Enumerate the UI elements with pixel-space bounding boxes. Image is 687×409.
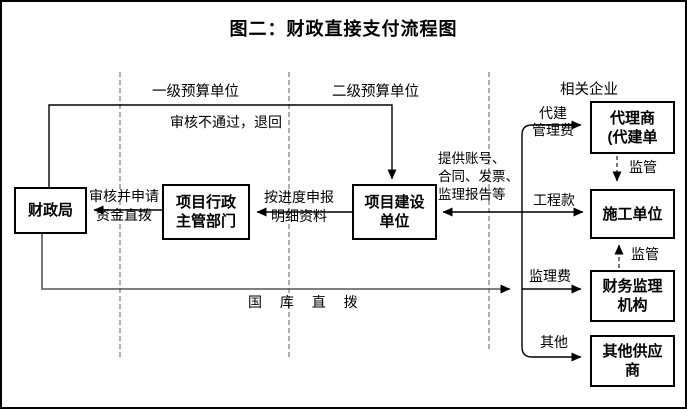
edge-label-apply-line1: 审核并申请 bbox=[89, 188, 159, 204]
edge-label-reject: 审核不通过，退回 bbox=[170, 114, 282, 130]
node-other-supplier-label-line2: 商 bbox=[624, 362, 640, 379]
node-agent-label-line2: (代建单 bbox=[607, 128, 658, 146]
node-construction-unit: 项目建设 单位 bbox=[352, 184, 437, 240]
node-admin-dept: 项目行政 主管部门 bbox=[162, 184, 250, 240]
node-admin-dept-label-line2: 主管部门 bbox=[175, 213, 236, 230]
edge-label-supervision-fee: 监理费 bbox=[529, 268, 571, 284]
edge-label-docs: 提供账号、 合同、发票、 监理报告等 bbox=[438, 150, 519, 204]
edge-agentfee-path bbox=[521, 120, 582, 289]
edge-label-report-line2: 明细资料 bbox=[271, 208, 327, 224]
edge-label-docs-line2: 合同、发票、 bbox=[438, 169, 519, 184]
node-contractor-label: 施工单位 bbox=[602, 205, 663, 223]
edge-label-supervise-top: 监管 bbox=[629, 159, 657, 175]
edge-label-apply-line2: 资金直拨 bbox=[96, 207, 152, 223]
lane-label-level2-budget-unit: 二级预算单位 bbox=[332, 84, 419, 100]
node-admin-dept-label-line1: 项目行政 bbox=[175, 194, 236, 211]
edge-label-report: 按进度申报 明细资料 bbox=[255, 188, 343, 226]
node-financial-supervisor: 财务监理 机构 bbox=[590, 270, 675, 322]
node-agent-label-line1: 代理商 bbox=[609, 109, 655, 127]
edge-label-agent-fee-line2: 管理费 bbox=[532, 122, 574, 138]
edge-reject-path bbox=[48, 104, 397, 187]
node-financial-supervisor-label-line2: 机构 bbox=[617, 297, 648, 314]
edge-label-agent-fee-line1: 代建 bbox=[539, 105, 567, 121]
page-title: 图二：财政直接支付流程图 bbox=[229, 19, 458, 39]
node-contractor: 施工单位 bbox=[590, 189, 675, 239]
node-agent: 代理商 (代建单 bbox=[590, 101, 675, 154]
edge-other-path bbox=[521, 289, 582, 362]
edge-label-project-fee: 工程款 bbox=[533, 192, 575, 208]
lane-label-level1-budget-unit: 一级预算单位 bbox=[152, 84, 239, 100]
edge-label-docs-line1: 提供账号、 bbox=[438, 151, 506, 166]
node-other-supplier-label-line1: 其他供应 bbox=[602, 343, 663, 360]
node-finance-bureau-label: 财政局 bbox=[27, 202, 73, 219]
edge-label-apply: 审核并申请 资金直拨 bbox=[86, 187, 162, 225]
node-financial-supervisor-label-line1: 财务监理 bbox=[602, 278, 663, 295]
edge-label-docs-line3: 监理报告等 bbox=[438, 187, 506, 202]
node-construction-unit-label-line1: 项目建设 bbox=[364, 194, 425, 211]
edge-label-other: 其他 bbox=[540, 334, 568, 350]
edge-label-report-line1: 按进度申报 bbox=[264, 189, 334, 205]
edge-treasury-path bbox=[41, 234, 511, 294]
node-other-supplier: 其他供应 商 bbox=[590, 335, 675, 387]
edge-label-treasury-direct: 国 库 直 拨 bbox=[248, 294, 365, 310]
edge-label-agent-fee: 代建 管理费 bbox=[526, 105, 580, 139]
node-finance-bureau: 财政局 bbox=[14, 187, 87, 234]
edge-label-supervise-bottom: 监管 bbox=[631, 246, 659, 262]
lane-label-related-enterprises: 相关企业 bbox=[560, 82, 618, 98]
node-construction-unit-label-line2: 单位 bbox=[379, 213, 410, 230]
